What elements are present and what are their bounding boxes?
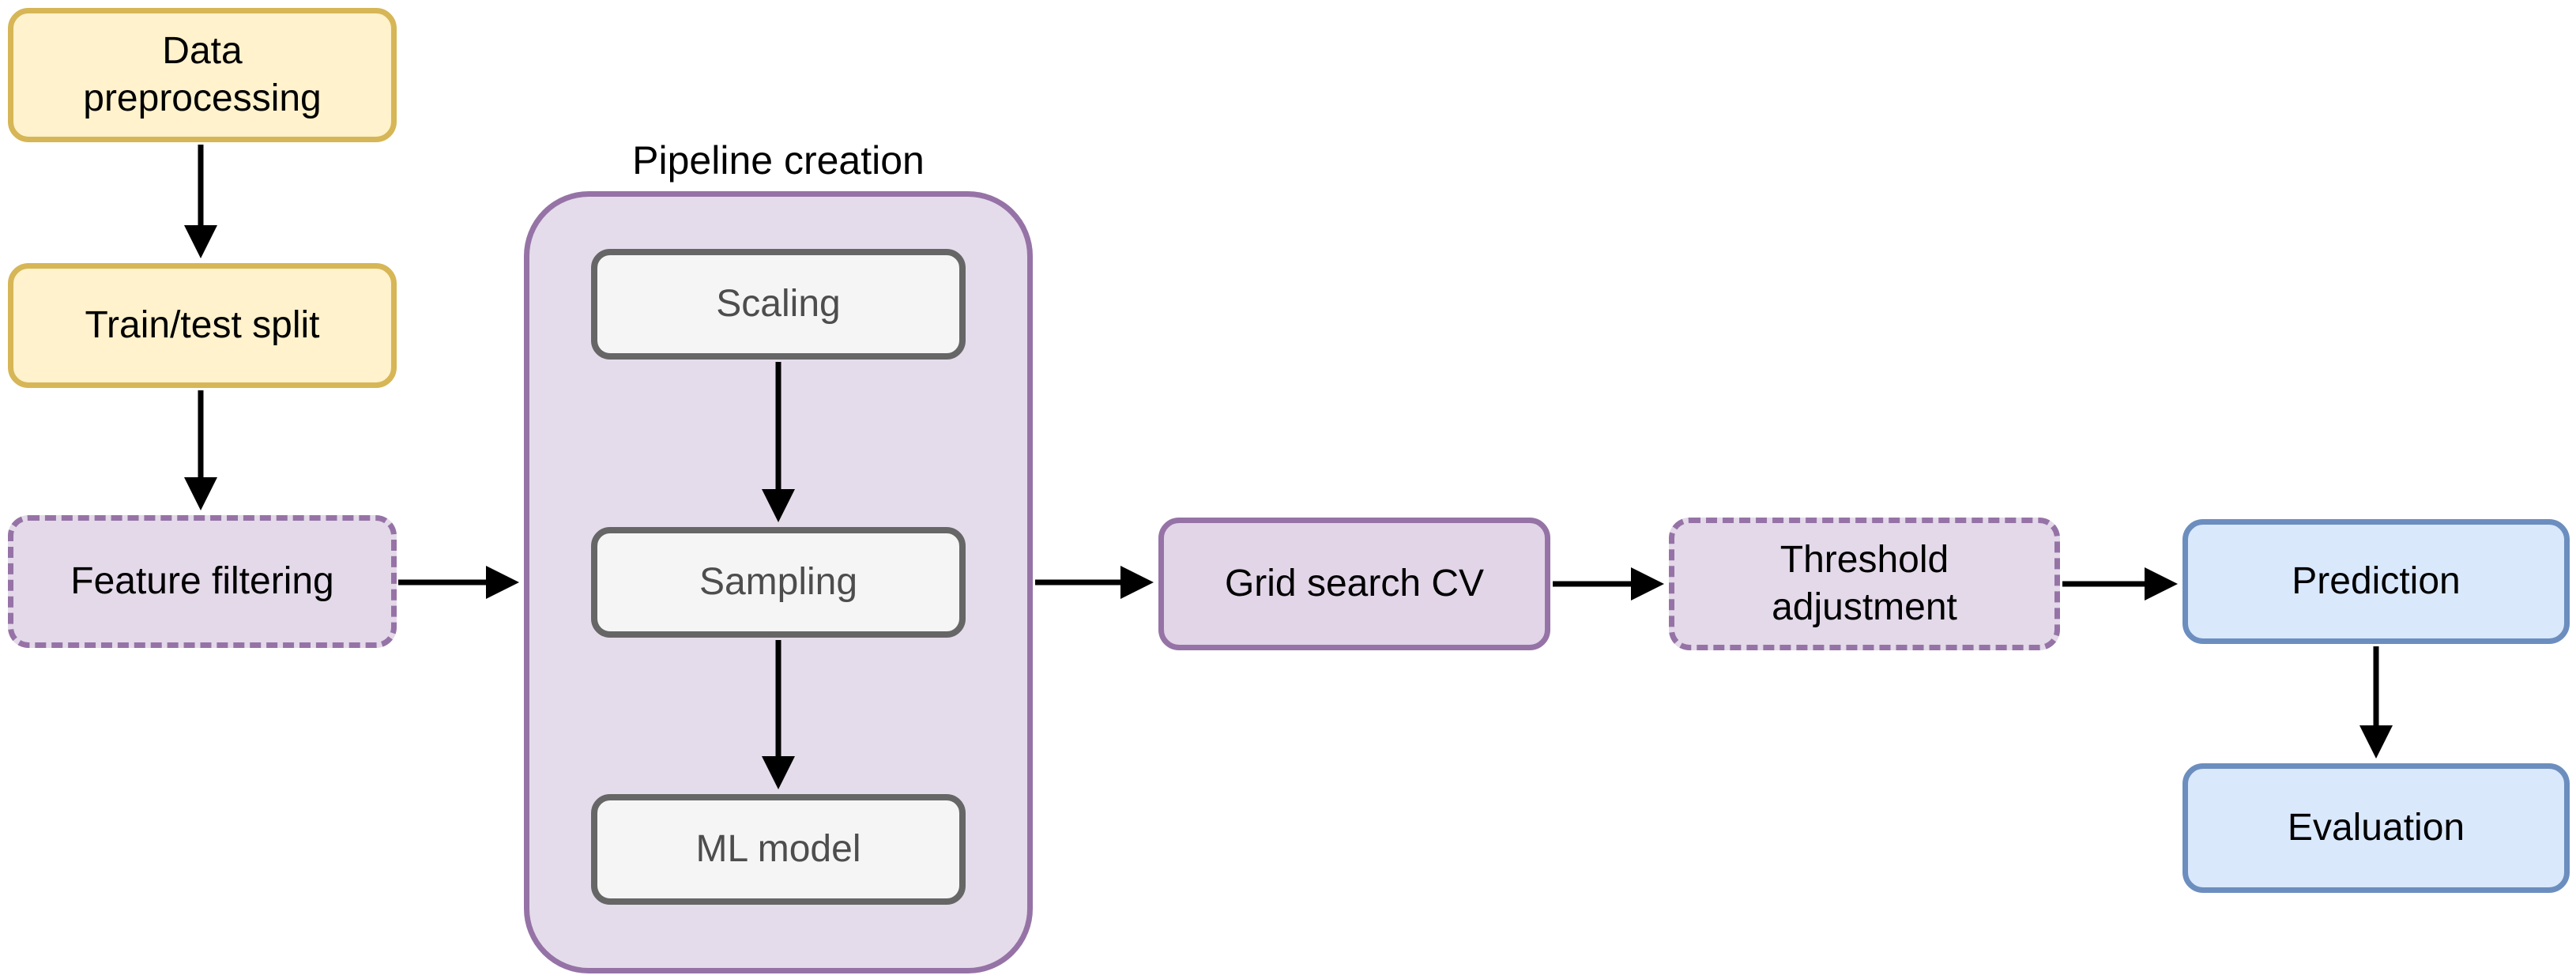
node-ml-model-label: ML model	[695, 828, 861, 870]
node-sampling: Sampling	[591, 527, 966, 638]
node-scaling-label: Scaling	[716, 283, 841, 325]
node-ml-model: ML model	[591, 794, 966, 905]
node-grid-search-cv: Grid search CV	[1158, 518, 1550, 650]
node-data-preprocessing-label: Data preprocessing	[83, 30, 322, 119]
node-scaling: Scaling	[591, 249, 966, 360]
node-threshold-adjustment-label: Threshold adjustment	[1772, 539, 1957, 628]
node-feature-filtering: Feature filtering	[8, 515, 397, 648]
node-prediction: Prediction	[2182, 519, 2570, 644]
node-evaluation-label: Evaluation	[2287, 807, 2465, 849]
node-evaluation: Evaluation	[2182, 763, 2570, 893]
node-grid-search-cv-label: Grid search CV	[1224, 563, 1485, 604]
node-prediction-label: Prediction	[2292, 560, 2461, 602]
node-train-test-split: Train/test split	[8, 263, 397, 388]
node-sampling-label: Sampling	[699, 561, 858, 603]
node-train-test-split-label: Train/test split	[85, 304, 320, 346]
node-feature-filtering-label: Feature filtering	[70, 560, 334, 602]
node-threshold-adjustment: Threshold adjustment	[1669, 518, 2060, 650]
node-data-preprocessing: Data preprocessing	[8, 8, 397, 142]
pipeline-creation-group-title: Pipeline creation	[632, 138, 925, 183]
